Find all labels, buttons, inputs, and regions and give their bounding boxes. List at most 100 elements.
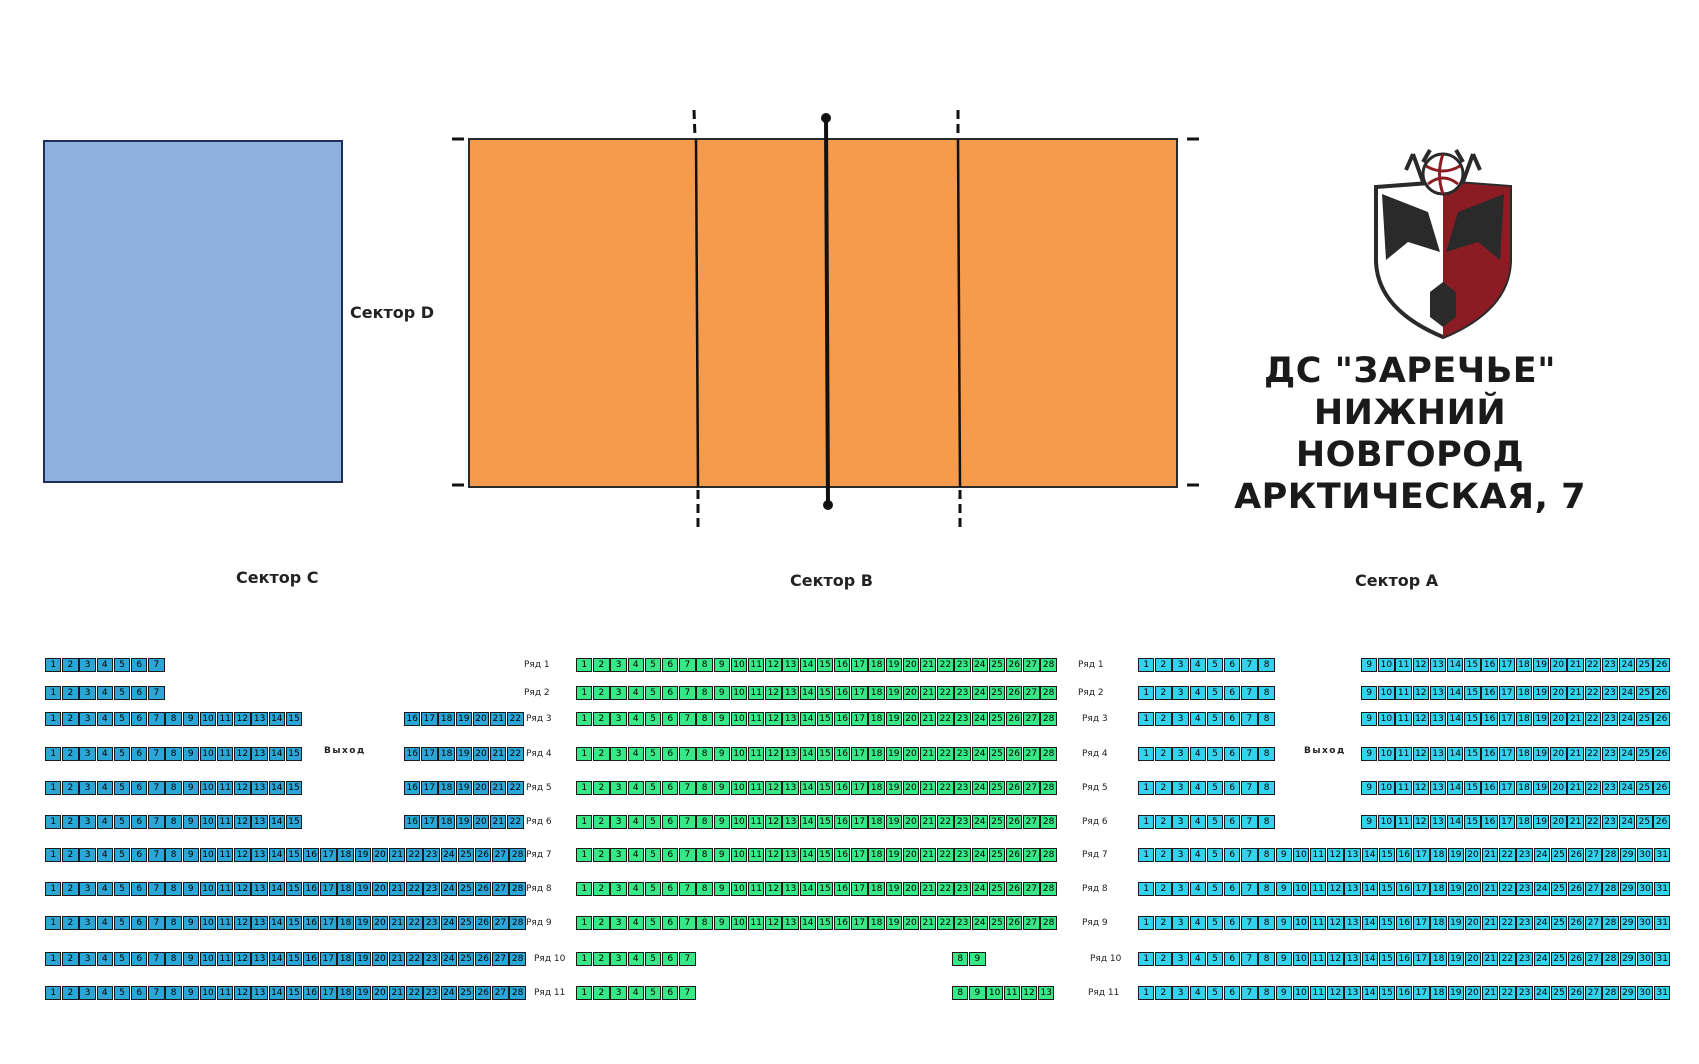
sector-a-seat[interactable]: 22 [1499,986,1516,1000]
sector-b-seat[interactable]: 8 [696,916,713,930]
sector-a-seat[interactable]: 14 [1447,815,1464,829]
sector-a-seat[interactable]: 10 [1378,658,1395,672]
sector-a-seat[interactable]: 5 [1206,747,1224,761]
sector-c-seat[interactable]: 11 [217,815,234,829]
sector-b-seat[interactable]: 28 [1040,848,1057,862]
sector-c-seat[interactable]: 13 [251,747,268,761]
sector-a-seat[interactable]: 28 [1602,882,1619,896]
sector-b-seat[interactable]: 28 [1040,658,1057,672]
sector-a-seat[interactable]: 14 [1361,882,1378,896]
sector-c-seat[interactable]: 23 [423,916,440,930]
sector-c-seat[interactable]: 11 [217,986,234,1000]
sector-a-seat[interactable]: 14 [1361,848,1378,862]
sector-b-seat[interactable]: 1 [576,952,593,966]
sector-b-seat[interactable]: 20 [902,916,920,930]
sector-b-seat[interactable]: 11 [748,916,765,930]
sector-c-seat[interactable]: 11 [217,712,234,726]
sector-a-seat[interactable]: 27 [1585,986,1602,1000]
sector-a-seat[interactable]: 7 [1241,916,1258,930]
sector-a-seat[interactable]: 4 [1189,916,1206,930]
sector-c-seat[interactable]: 7 [148,686,165,700]
sector-b-seat[interactable]: 5 [644,815,662,829]
sector-c-seat[interactable]: 20 [371,986,389,1000]
sector-b-seat[interactable]: 12 [765,686,782,700]
sector-b-seat[interactable]: 12 [765,882,782,896]
sector-c-seat[interactable]: 28 [509,986,526,1000]
sector-a-seat[interactable]: 5 [1206,986,1224,1000]
sector-b-seat[interactable]: 25 [988,658,1006,672]
sector-c-seat[interactable]: 26 [475,952,492,966]
sector-c-seat[interactable]: 8 [165,747,182,761]
sector-a-seat[interactable]: 1 [1138,712,1155,726]
sector-b-seat[interactable]: 7 [679,686,696,700]
sector-a-seat[interactable]: 30 [1636,986,1654,1000]
sector-a-seat[interactable]: 18 [1515,712,1533,726]
sector-c-seat[interactable]: 1 [45,747,62,761]
sector-c-seat[interactable]: 6 [131,916,148,930]
sector-b-seat[interactable]: 6 [662,712,679,726]
sector-c-seat[interactable]: 27 [492,848,509,862]
sector-a-seat[interactable]: 18 [1515,686,1533,700]
sector-c-seat[interactable]: 18 [438,747,455,761]
sector-b-seat[interactable]: 16 [834,781,851,795]
sector-a-seat[interactable]: 16 [1396,848,1413,862]
sector-a-seat[interactable]: 18 [1430,916,1447,930]
sector-c-seat[interactable]: 6 [131,815,148,829]
sector-b-seat[interactable]: 22 [937,658,954,672]
sector-b-seat[interactable]: 5 [644,882,662,896]
sector-a-seat[interactable]: 15 [1378,882,1396,896]
sector-c-seat[interactable]: 17 [421,815,438,829]
sector-c-seat[interactable]: 15 [285,882,303,896]
sector-c-seat[interactable]: 7 [148,712,165,726]
sector-a-seat[interactable]: 17 [1498,658,1515,672]
sector-a-seat[interactable]: 19 [1533,781,1550,795]
sector-b-seat[interactable]: 20 [902,658,920,672]
sector-b-seat[interactable]: 11 [748,712,765,726]
sector-c-seat[interactable]: 5 [113,747,131,761]
sector-a-seat[interactable]: 17 [1498,686,1515,700]
sector-b-seat[interactable]: 8 [952,952,969,966]
sector-c-seat[interactable]: 7 [148,747,165,761]
sector-a-seat[interactable]: 10 [1378,781,1395,795]
sector-b-seat[interactable]: 6 [662,815,679,829]
sector-a-seat[interactable]: 13 [1344,848,1361,862]
sector-a-seat[interactable]: 21 [1567,658,1584,672]
sector-c-seat[interactable]: 5 [113,815,131,829]
sector-a-seat[interactable]: 8 [1258,747,1275,761]
sector-a-seat[interactable]: 5 [1206,848,1224,862]
sector-a-seat[interactable]: 24 [1619,781,1636,795]
sector-c-seat[interactable]: 4 [96,712,113,726]
sector-b-seat[interactable]: 18 [868,882,885,896]
sector-b-seat[interactable]: 23 [954,882,971,896]
sector-a-seat[interactable]: 7 [1241,658,1258,672]
sector-a-seat[interactable]: 6 [1224,815,1241,829]
sector-b-seat[interactable]: 9 [713,815,730,829]
sector-a-seat[interactable]: 21 [1567,747,1584,761]
sector-c-seat[interactable]: 15 [285,781,303,795]
sector-b-seat[interactable]: 3 [610,781,627,795]
sector-a-seat[interactable]: 30 [1636,952,1654,966]
sector-a-seat[interactable]: 12 [1412,781,1429,795]
sector-c-seat[interactable]: 2 [62,815,79,829]
sector-a-seat[interactable]: 12 [1412,747,1429,761]
sector-a-seat[interactable]: 6 [1224,747,1241,761]
sector-b-seat[interactable]: 22 [937,781,954,795]
sector-d-area[interactable] [43,140,343,483]
sector-c-seat[interactable]: 24 [440,986,457,1000]
sector-c-seat[interactable]: 11 [217,747,234,761]
sector-b-seat[interactable]: 9 [713,848,730,862]
sector-a-seat[interactable]: 26 [1653,686,1670,700]
sector-b-seat[interactable]: 10 [730,686,748,700]
sector-a-seat[interactable]: 23 [1601,781,1619,795]
sector-c-seat[interactable]: 18 [337,986,354,1000]
sector-a-seat[interactable]: 22 [1584,686,1601,700]
sector-b-seat[interactable]: 5 [644,848,662,862]
sector-c-seat[interactable]: 13 [251,986,268,1000]
sector-a-seat[interactable]: 2 [1155,712,1172,726]
sector-a-seat[interactable]: 18 [1515,658,1533,672]
sector-c-seat[interactable]: 13 [251,882,268,896]
sector-a-seat[interactable]: 6 [1224,712,1241,726]
sector-a-seat[interactable]: 25 [1636,712,1653,726]
sector-b-seat[interactable]: 18 [868,712,885,726]
sector-a-seat[interactable]: 10 [1292,916,1310,930]
